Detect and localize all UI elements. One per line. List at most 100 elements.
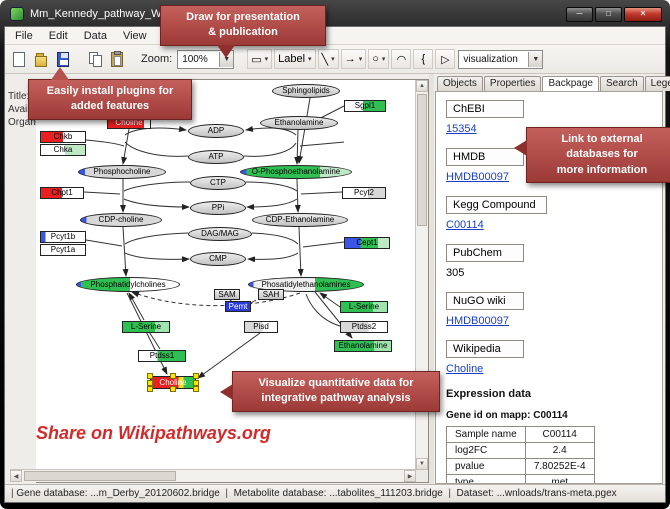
pathway-edge[interactable] xyxy=(128,292,145,321)
pathway-node-pcyt1b[interactable]: Pcyt1b xyxy=(40,231,86,243)
backpage-link[interactable]: C00114 xyxy=(446,219,484,231)
pathway-node-cdp-ethanolamine[interactable]: CDP-Ethanolamine xyxy=(252,213,348,227)
pathway-edge[interactable] xyxy=(245,181,298,192)
pathway-edge[interactable] xyxy=(123,181,191,192)
pathway-edge[interactable] xyxy=(243,142,297,157)
brace-tool[interactable]: { xyxy=(413,49,434,69)
pathway-node-cdp-choline[interactable]: CDP-choline xyxy=(80,213,162,227)
menu-item[interactable]: View xyxy=(122,29,147,42)
pathway-node-ppi[interactable]: PPi xyxy=(190,201,246,215)
backpage-link[interactable]: 15354 xyxy=(446,123,477,135)
pathway-node-chka[interactable]: Chka xyxy=(40,144,86,156)
scroll-right-icon[interactable]: ▶ xyxy=(404,470,416,482)
backpage-link[interactable]: 305 xyxy=(446,267,465,279)
pathway-edge[interactable] xyxy=(121,128,130,165)
triangle-tool[interactable]: ▷ xyxy=(435,49,456,69)
pathway-node-phosphocholine[interactable]: Phosphocholine xyxy=(78,165,166,179)
backpage-link[interactable]: HMDB00097 xyxy=(446,171,509,183)
pathway-edge[interactable] xyxy=(122,226,129,277)
pathway-node-pcyt1a[interactable]: Pcyt1a xyxy=(40,244,86,256)
pathway-node-ptdss1[interactable]: Ptdss1 xyxy=(138,350,186,362)
menu-item[interactable]: Edit xyxy=(48,29,68,42)
arc-tool[interactable]: ◠ xyxy=(391,49,412,69)
pathway-node-ptdss2[interactable]: Ptdss2 xyxy=(340,321,388,333)
vertical-scroll-thumb[interactable] xyxy=(417,94,427,226)
pathway-node-cmp[interactable]: CMP xyxy=(190,252,246,266)
selection-handle[interactable] xyxy=(147,373,153,379)
pathway-node-phosphatidylcholines[interactable]: Phosphatidylcholines xyxy=(76,277,180,292)
pathway-edge[interactable] xyxy=(124,141,189,157)
pathway-node-chpt1[interactable]: Chpt1 xyxy=(40,187,84,199)
scroll-up-icon[interactable]: ▲ xyxy=(416,80,428,92)
selection-handle[interactable] xyxy=(170,373,176,379)
pathway-node-pisd[interactable]: Pisd xyxy=(244,321,278,333)
selection-handle[interactable] xyxy=(193,373,199,379)
sidebar-tab[interactable]: Backpage xyxy=(542,76,599,92)
pathway-node-sam[interactable]: SAM xyxy=(214,289,240,300)
pathway-node-atp[interactable]: ATP xyxy=(188,150,244,164)
pathway-edge[interactable] xyxy=(300,191,343,195)
title-bar[interactable]: Mm_Kennedy_pathway_WP1771_45176.gpml ─ □… xyxy=(10,5,662,23)
pathway-edge[interactable] xyxy=(85,139,125,147)
label-tool[interactable]: Label xyxy=(274,49,316,69)
maximize-button[interactable]: □ xyxy=(595,6,622,22)
pathway-node-pcyt2[interactable]: Pcyt2 xyxy=(342,187,386,199)
pathway-edge[interactable] xyxy=(305,293,341,327)
panel-splitter[interactable] xyxy=(429,74,434,484)
backpage-link[interactable]: Choline xyxy=(446,363,484,375)
selection-handle[interactable] xyxy=(170,386,176,392)
selection-handle[interactable] xyxy=(193,379,199,386)
pathway-node-dag-mag[interactable]: DAG/MAG xyxy=(188,227,252,241)
pathway-node-phosatidylethanolamines[interactable]: Phosatidylethanolamines xyxy=(248,277,364,292)
pathway-node-ethanolamine[interactable]: Ethanolamine xyxy=(334,340,392,352)
pathway-edge[interactable] xyxy=(297,226,304,277)
oval-shape-tool[interactable]: ○ xyxy=(368,49,390,69)
selection-handle[interactable] xyxy=(147,386,153,392)
canvas-horizontal-scrollbar[interactable]: ◀ ▶ xyxy=(10,469,416,482)
pathway-node-cept1[interactable]: Cept1 xyxy=(344,237,390,249)
close-button[interactable]: ✕ xyxy=(624,6,662,22)
pathway-edge[interactable] xyxy=(247,252,299,263)
pathway-edge[interactable] xyxy=(131,291,301,307)
pathway-edge[interactable] xyxy=(294,178,301,213)
pathway-node-o-phosphoethanolamine[interactable]: O-Phosphoethanolamine xyxy=(240,165,352,179)
minimize-button[interactable]: ─ xyxy=(566,6,593,22)
gene-product-tool[interactable]: ▭ xyxy=(247,49,273,69)
sidebar-tab[interactable]: Properties xyxy=(483,76,542,91)
pathway-node-l-serine[interactable]: L-Serine xyxy=(340,301,388,313)
menu-item[interactable]: File xyxy=(15,29,33,42)
pathway-node-ctp[interactable]: CTP xyxy=(190,176,246,190)
pathway-node-adp[interactable]: ADP xyxy=(188,124,244,138)
pathway-edge[interactable] xyxy=(124,126,187,136)
scroll-down-icon[interactable]: ▼ xyxy=(416,458,428,470)
menu-item[interactable]: Data xyxy=(83,29,107,42)
pathway-node-ethanolamine[interactable]: Ethanolamine xyxy=(260,116,338,130)
paste-button[interactable] xyxy=(107,49,127,69)
open-button[interactable] xyxy=(31,49,51,69)
pathway-edge[interactable] xyxy=(299,141,345,147)
pathway-edge[interactable] xyxy=(85,239,123,247)
visualization-combobox[interactable]: visualization ▼ xyxy=(458,49,544,69)
line-tool[interactable]: ╲ xyxy=(317,49,339,69)
save-button[interactable] xyxy=(53,49,73,69)
sidebar-tab[interactable]: Legend xyxy=(644,76,670,91)
pathway-edge[interactable] xyxy=(251,232,299,245)
sidebar-tab[interactable]: Search xyxy=(599,76,644,91)
backpage-link[interactable]: HMDB00097 xyxy=(446,315,509,327)
scroll-left-icon[interactable]: ◀ xyxy=(10,470,22,482)
sidebar-tab[interactable]: Objects xyxy=(437,76,483,91)
selection-handle[interactable] xyxy=(193,386,199,392)
horizontal-scroll-thumb[interactable] xyxy=(24,471,176,481)
pathway-edge[interactable] xyxy=(83,191,121,195)
pathway-edge[interactable] xyxy=(123,198,190,210)
pathway-edge[interactable] xyxy=(246,198,298,210)
pathway-edge[interactable] xyxy=(294,129,301,165)
pathway-edge[interactable] xyxy=(124,232,189,245)
pathway-edge[interactable] xyxy=(124,252,190,263)
pathway-node-sgpl1[interactable]: Sgpl1 xyxy=(344,100,386,112)
pathway-edge[interactable] xyxy=(297,97,311,164)
pathway-edge[interactable] xyxy=(319,292,341,308)
new-file-button[interactable] xyxy=(9,49,29,69)
pathway-node-pemt[interactable]: Pemt xyxy=(225,301,251,312)
